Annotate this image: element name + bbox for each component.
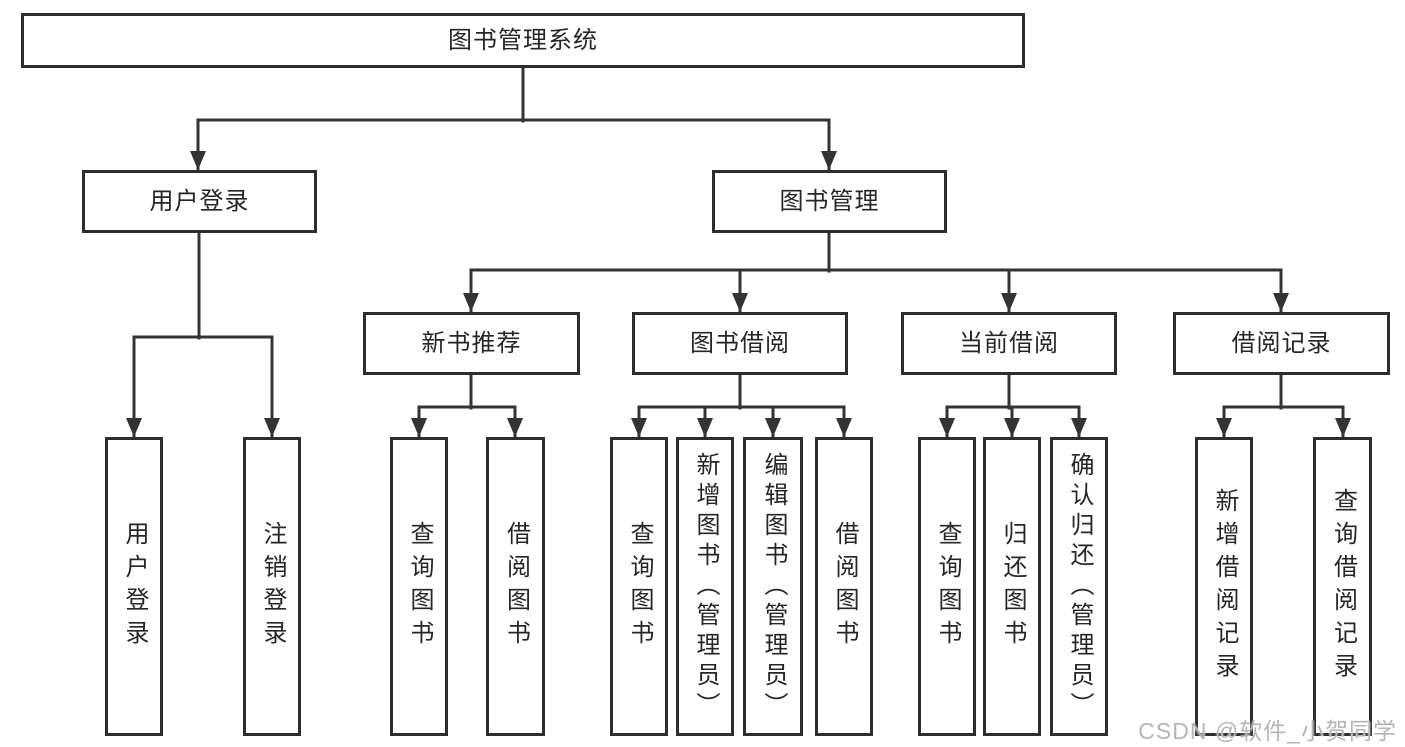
node-root-system: 图书管理系统 xyxy=(21,13,1025,68)
node-user-login: 用户登录 xyxy=(82,170,317,233)
csdn-watermark: CSDN @软件_小贺同学 xyxy=(1138,718,1397,744)
leaf-current-query-book: 查询图书 xyxy=(918,437,976,736)
node-new-book-recommend: 新书推荐 xyxy=(363,312,580,375)
leaf-records-query: 查询借阅记录 xyxy=(1313,437,1372,736)
leaf-user-logout: 注销登录 xyxy=(243,437,301,736)
leaf-recommend-query-book: 查询图书 xyxy=(390,437,448,736)
leaf-current-confirm-return-admin: 确认归还（管理员） xyxy=(1050,437,1108,736)
leaf-borrow-query-book: 查询图书 xyxy=(610,437,668,736)
leaf-records-add: 新增借阅记录 xyxy=(1195,437,1253,736)
node-book-borrow: 图书借阅 xyxy=(632,312,848,375)
leaf-borrow-edit-book-admin: 编辑图书（管理员） xyxy=(743,437,803,736)
node-book-management: 图书管理 xyxy=(712,170,947,233)
node-current-borrow: 当前借阅 xyxy=(901,312,1117,375)
leaf-borrow-add-book-admin: 新增图书（管理员） xyxy=(676,437,734,736)
node-borrow-records: 借阅记录 xyxy=(1173,312,1390,375)
leaf-current-return-book: 归还图书 xyxy=(983,437,1041,736)
leaf-user-login: 用户登录 xyxy=(105,437,163,736)
leaf-recommend-borrow-book: 借阅图书 xyxy=(486,437,545,736)
leaf-borrow-borrow-book: 借阅图书 xyxy=(815,437,873,736)
